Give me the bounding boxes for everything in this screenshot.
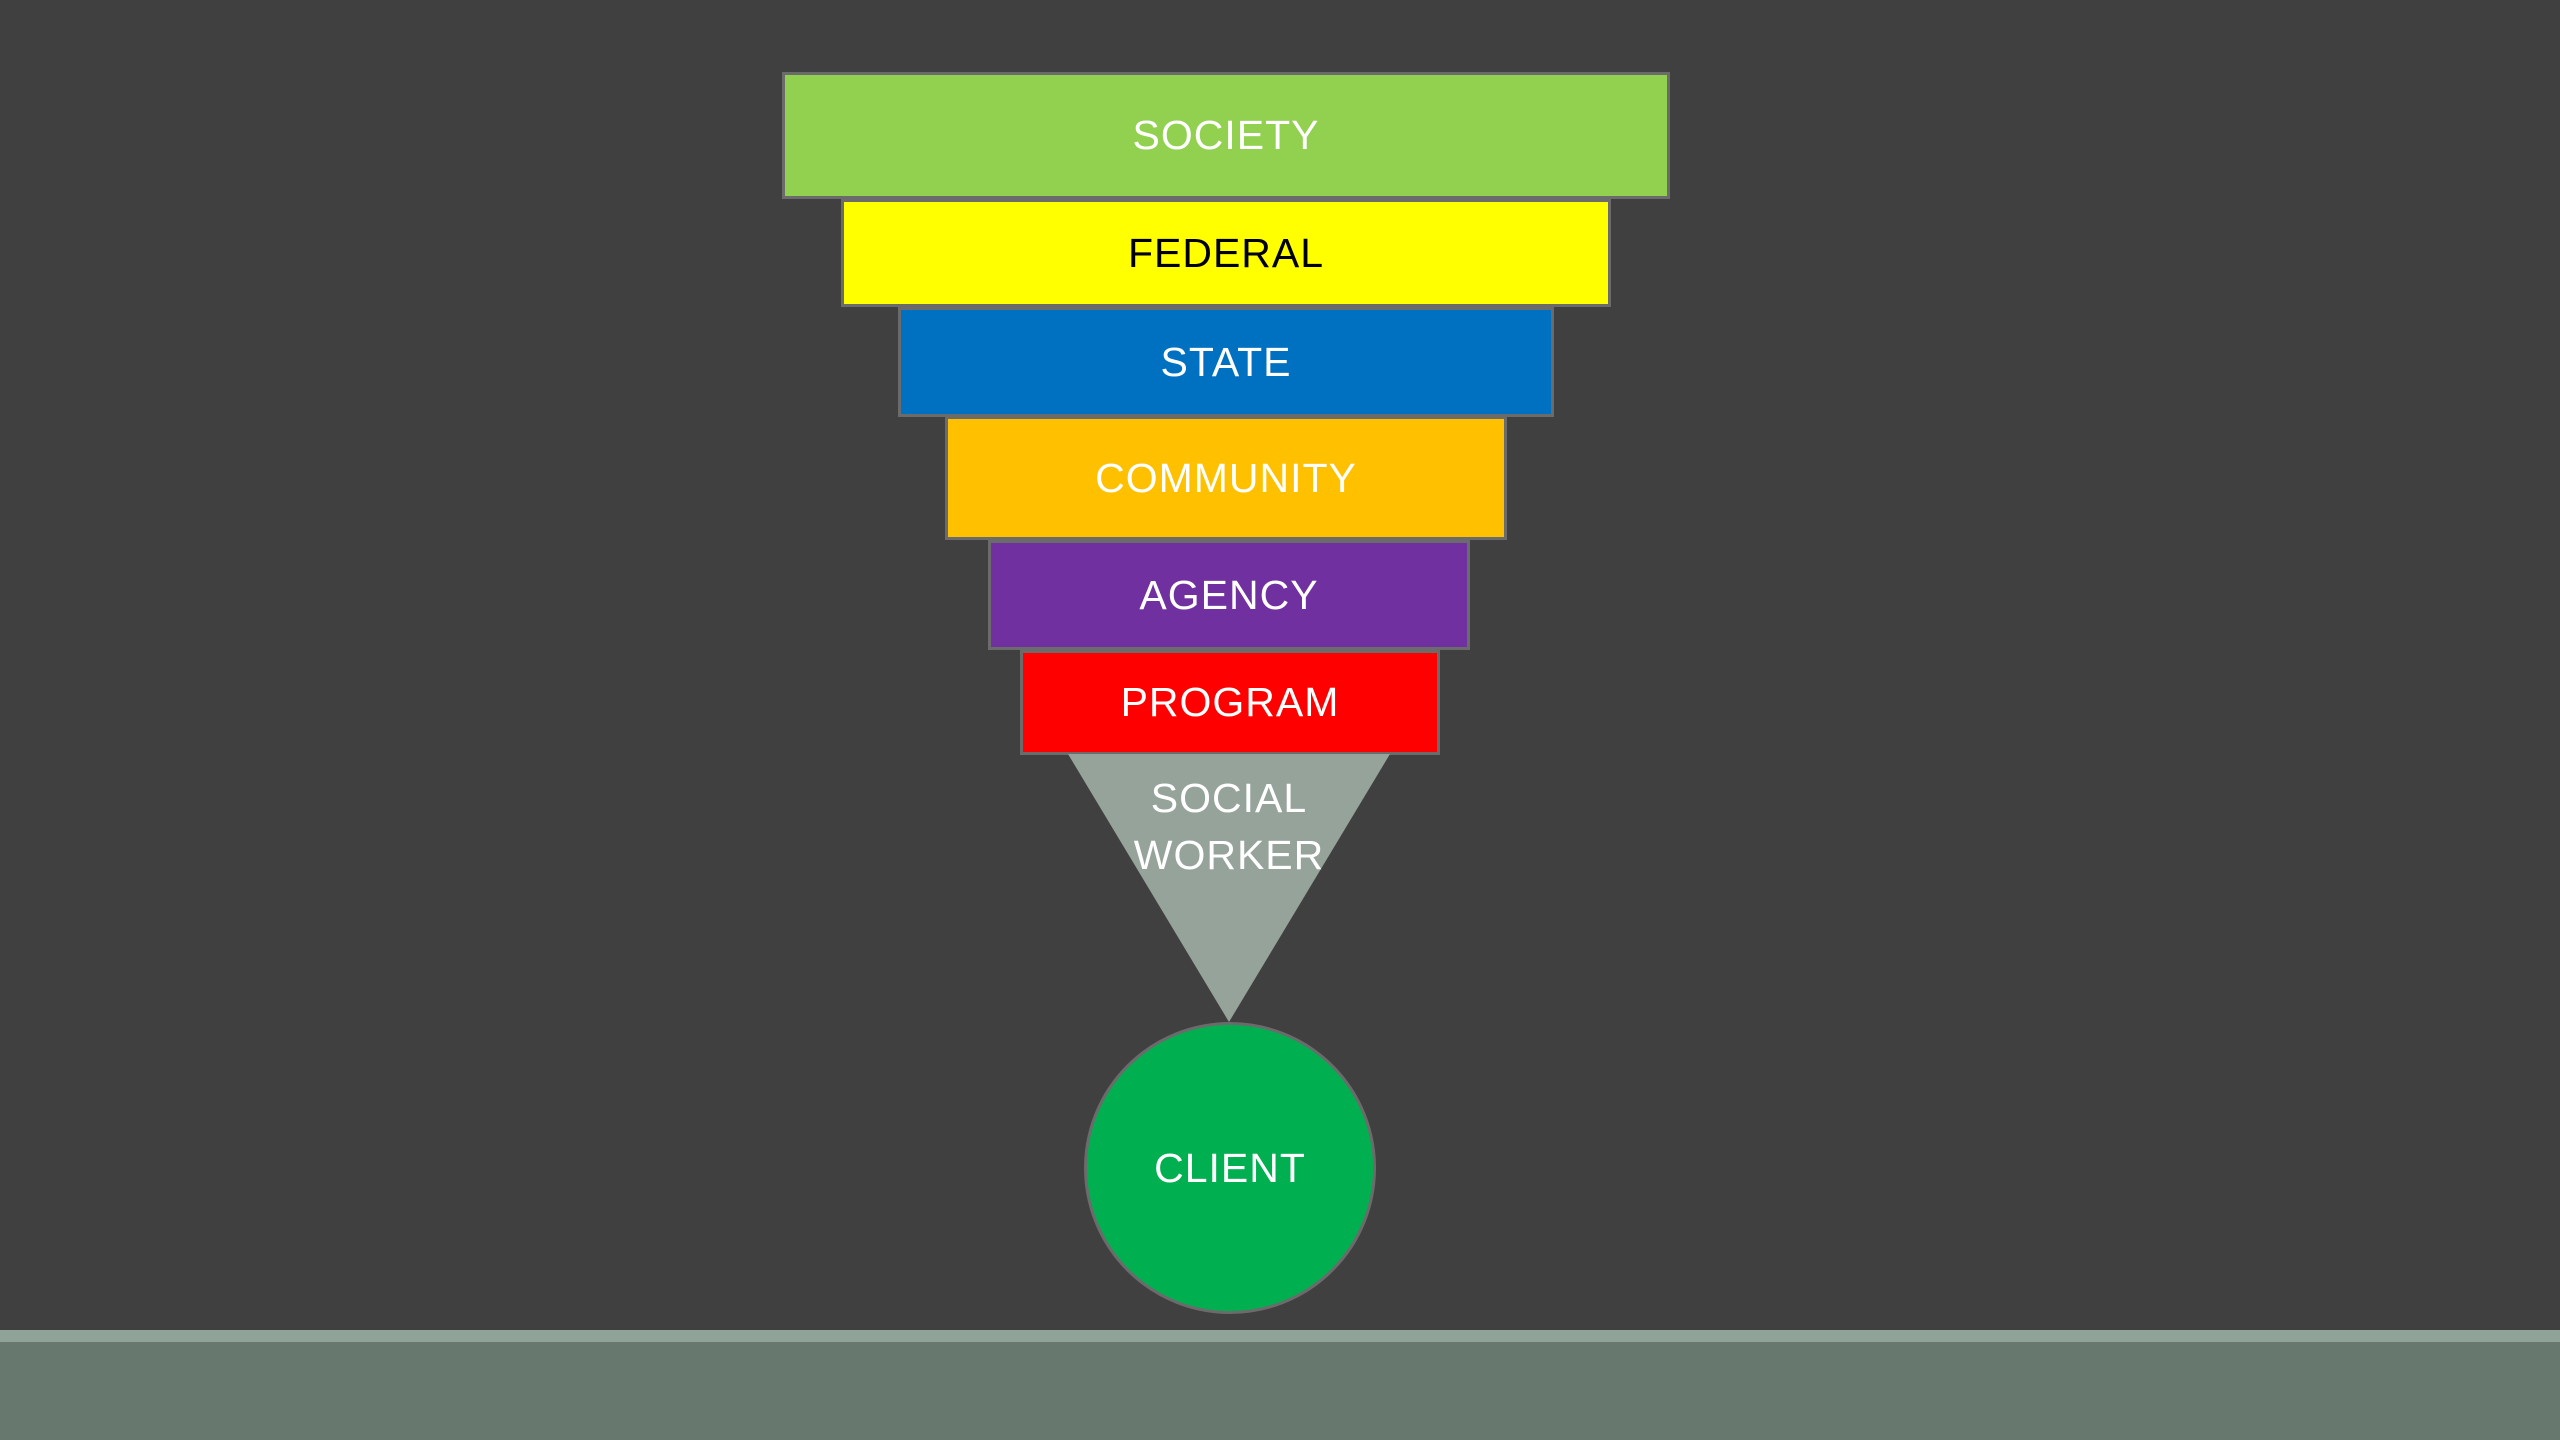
- layer-federal: FEDERAL: [841, 199, 1611, 307]
- layer-agency: AGENCY: [988, 540, 1470, 650]
- layer-program: PROGRAM: [1020, 650, 1440, 755]
- triangle-shape: [1068, 754, 1390, 1022]
- layer-label: SOCIETY: [1132, 112, 1320, 158]
- layer-label: PROGRAM: [1120, 679, 1340, 725]
- layer-society: SOCIETY: [782, 72, 1670, 199]
- layer-community: COMMUNITY: [945, 416, 1507, 540]
- layer-label: STATE: [1160, 338, 1292, 385]
- social-worker-line2: WORKER: [1133, 832, 1325, 878]
- client-circle: CLIENT: [1084, 1022, 1376, 1314]
- floor-line: [0, 1330, 2560, 1342]
- floor: [0, 1342, 2560, 1440]
- layer-state: STATE: [898, 307, 1554, 417]
- social-worker-label: SOCIAL WORKER: [1068, 770, 1390, 884]
- layer-label: AGENCY: [1139, 571, 1319, 618]
- client-label: CLIENT: [1154, 1144, 1306, 1191]
- layer-label: COMMUNITY: [1095, 454, 1357, 501]
- layer-label: FEDERAL: [1127, 229, 1325, 276]
- social-worker-triangle: SOCIAL WORKER: [1068, 754, 1390, 1024]
- social-worker-line1: SOCIAL: [1150, 775, 1308, 821]
